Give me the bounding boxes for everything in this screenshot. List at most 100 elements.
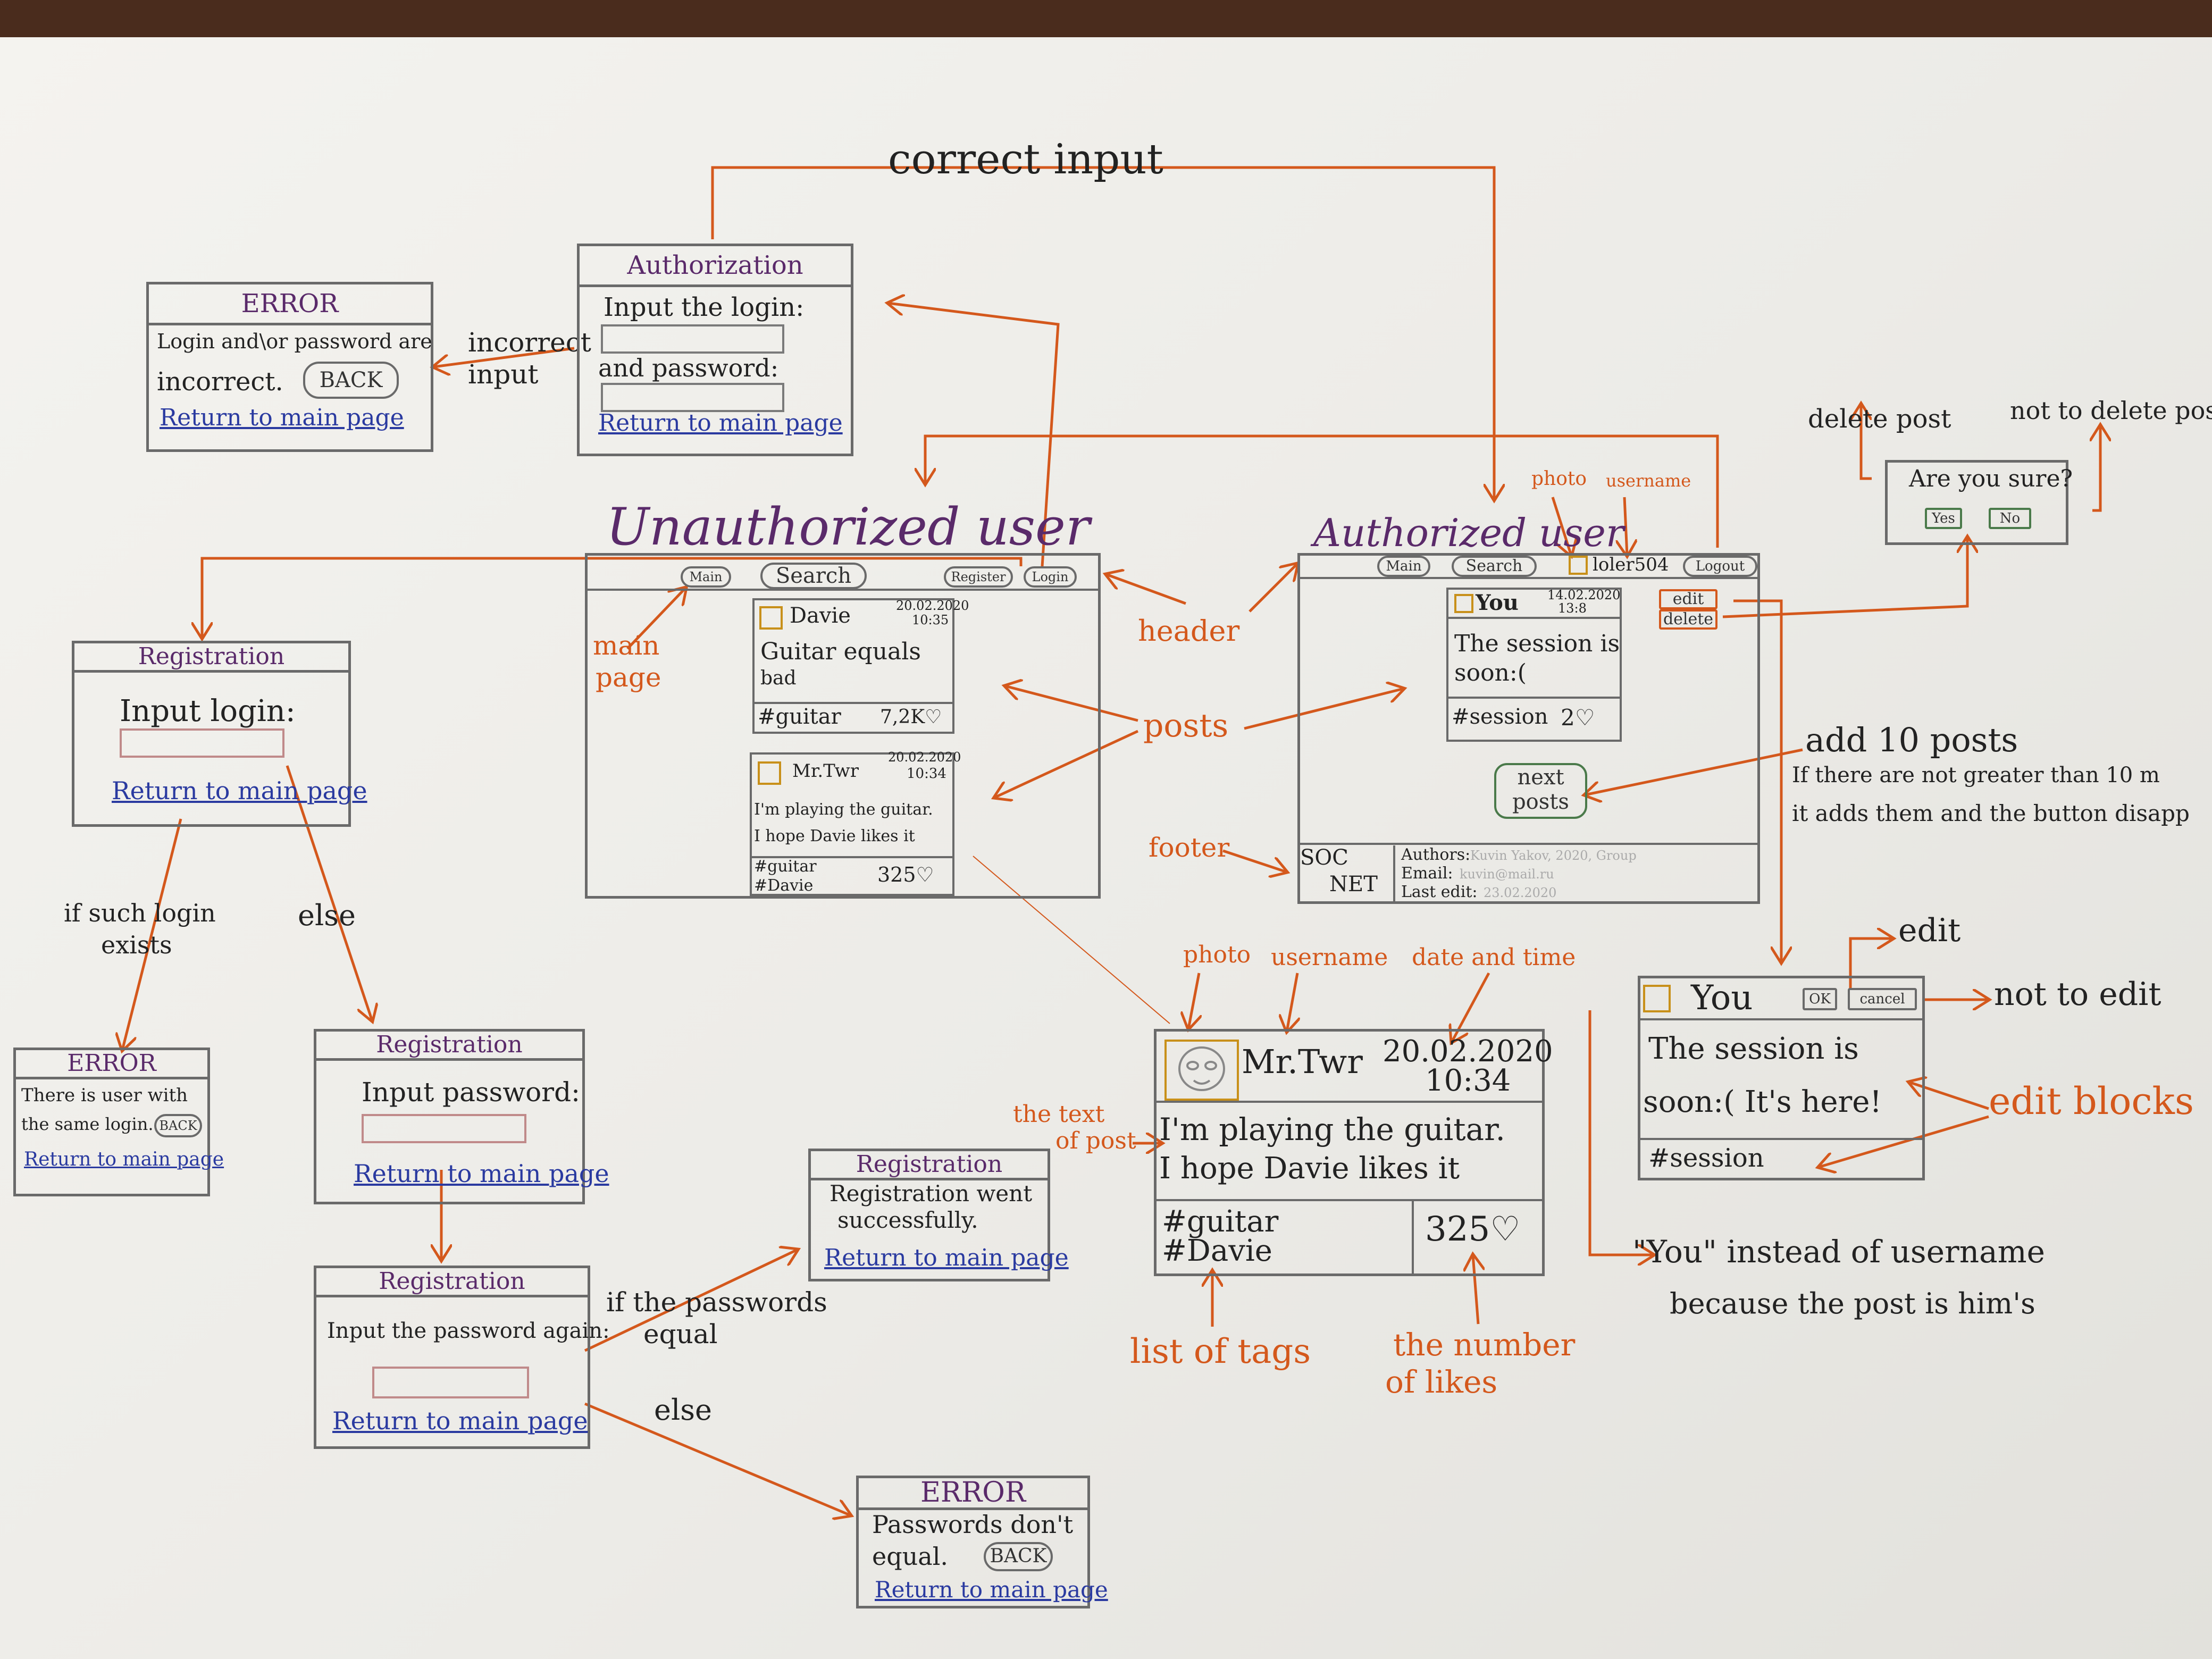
label-username-top: username (1606, 471, 1691, 491)
return-link[interactable]: Return to main page (875, 1577, 1108, 1603)
label-header: header (1138, 614, 1240, 648)
heart-icon[interactable]: ♡ (925, 706, 942, 728)
label-correct-input: correct input (888, 136, 1163, 183)
nav-login[interactable]: Login (1024, 566, 1077, 588)
post-date: 14.02.2020 (1547, 588, 1621, 602)
arrow-username (1287, 973, 1297, 1032)
return-link[interactable]: Return to main page (332, 1406, 588, 1435)
user-photo-icon (759, 606, 783, 630)
footer-email-value: kuvin@mail.ru (1460, 867, 1554, 882)
success-text-line1: Registration went (830, 1180, 1033, 1206)
arrow-footer (1222, 849, 1287, 872)
delete-button[interactable]: delete (1659, 609, 1717, 630)
post-likes: 325♡ (1425, 1210, 1521, 1249)
label-if-such-login-2: exists (101, 931, 172, 959)
footer-divider (1393, 845, 1395, 901)
back-button[interactable]: BACK (984, 1542, 1053, 1571)
label-photo-top: photo (1531, 468, 1587, 490)
header-bar (585, 561, 1101, 591)
arrow-header-left (1106, 574, 1186, 605)
arrow-else-reg (286, 765, 372, 1021)
post-tag: #Davie (754, 876, 814, 895)
post-footer (1446, 697, 1622, 742)
edit-post-window (1638, 976, 1925, 1180)
post-text-line1: I'm playing the guitar. (754, 800, 933, 819)
registration-repeat-window: Registration (314, 1266, 590, 1449)
no-button[interactable]: No (1989, 508, 2031, 529)
label-add-10-posts: add 10 posts (1805, 720, 2018, 759)
return-link[interactable]: Return to main page (824, 1244, 1069, 1271)
password-input[interactable] (362, 1114, 526, 1143)
arrow-delete (1722, 537, 1967, 618)
post-likes: 7,2K♡ (880, 706, 942, 728)
label-you-note-2: because the post is him's (1670, 1287, 2035, 1320)
label-number-of-likes-2: of likes (1385, 1364, 1498, 1400)
edit-button[interactable]: edit (1659, 589, 1717, 609)
arrow-passwords-else (584, 1402, 851, 1515)
post-text-line2[interactable]: soon:( It's here! (1643, 1085, 1882, 1119)
arrow-posts-3 (1244, 689, 1404, 730)
password-repeat-input[interactable] (372, 1367, 529, 1398)
post-tag: #Davie (1162, 1234, 1272, 1268)
arrow-username-top (1624, 497, 1627, 556)
post-text-line2: bad (760, 667, 797, 689)
heart-icon[interactable]: ♡ (1574, 705, 1595, 731)
return-link[interactable]: Return to main page (24, 1149, 224, 1170)
label-main-page-1: main (593, 630, 660, 661)
post-tag[interactable]: #session (1648, 1143, 1764, 1173)
nav-main[interactable]: Main (681, 566, 731, 588)
authorization-window: Authorization (577, 244, 853, 456)
return-link[interactable]: Return to main page (160, 404, 404, 431)
label-not-to-edit: not to edit (1994, 976, 2161, 1013)
login-input[interactable] (120, 728, 284, 758)
user-photo-icon (1569, 556, 1588, 575)
arrow-register (202, 557, 1023, 638)
next-label: next (1517, 765, 1564, 790)
heart-icon[interactable]: ♡ (1490, 1210, 1521, 1249)
likes-count: 2 (1561, 705, 1575, 731)
heart-icon[interactable]: ♡ (916, 863, 934, 886)
back-button[interactable]: BACK (303, 362, 399, 399)
return-link[interactable]: Return to main page (354, 1159, 609, 1188)
post-header-line (1446, 617, 1622, 619)
post-username: Davie (790, 604, 851, 628)
yes-button[interactable]: Yes (1925, 508, 1962, 529)
ok-button[interactable]: OK (1803, 988, 1837, 1010)
post-text-line2: I hope Davie likes it (1159, 1151, 1460, 1186)
back-button[interactable]: BACK (154, 1114, 202, 1137)
login-input[interactable] (601, 324, 784, 354)
label-text-of-post-2: of post (1055, 1127, 1136, 1154)
next-posts-button[interactable]: next posts (1494, 763, 1587, 819)
window-title: Authorization (580, 246, 851, 287)
post-likes: 2♡ (1561, 705, 1595, 731)
password-input[interactable] (601, 383, 784, 412)
post-text-line1: The session is (1454, 630, 1620, 657)
nav-main[interactable]: Main (1377, 556, 1430, 577)
return-link[interactable]: Return to main page (598, 409, 843, 437)
return-link[interactable]: Return to main page (112, 776, 367, 805)
cancel-button[interactable]: cancel (1848, 988, 1917, 1010)
posts-label: posts (1512, 790, 1569, 814)
nav-logout[interactable]: Logout (1683, 556, 1757, 577)
arrow-thin-post-link (973, 856, 1170, 1024)
label-else-2: else (654, 1393, 712, 1427)
nav-search[interactable]: Search (1452, 556, 1537, 577)
label-number-of-likes-1: the number (1393, 1327, 1576, 1363)
label-incorrect-input-2: input (468, 359, 539, 390)
post-text-line1[interactable]: The session is (1648, 1032, 1859, 1066)
input-password-again-label: Input the password again: (327, 1319, 610, 1343)
post-text-line1: Guitar equals (760, 638, 921, 665)
post-text-line2: I hope Davie likes it (754, 827, 915, 845)
label-if-passwords-1: if the passwords (606, 1287, 827, 1318)
arrow-yes (1861, 404, 1872, 480)
header-username[interactable]: loler504 (1593, 554, 1669, 575)
input-login-label: Input login: (120, 694, 296, 728)
nav-register[interactable]: Register (944, 566, 1013, 588)
label-incorrect-input-1: incorrect (468, 327, 591, 358)
likes-count: 325 (877, 863, 916, 886)
post-footer (750, 856, 954, 896)
label-posts: posts (1143, 707, 1229, 744)
nav-search[interactable]: Search (760, 563, 867, 589)
arrow-header-right (1249, 564, 1297, 613)
error-text-line1: Login and\or password are (157, 330, 432, 353)
